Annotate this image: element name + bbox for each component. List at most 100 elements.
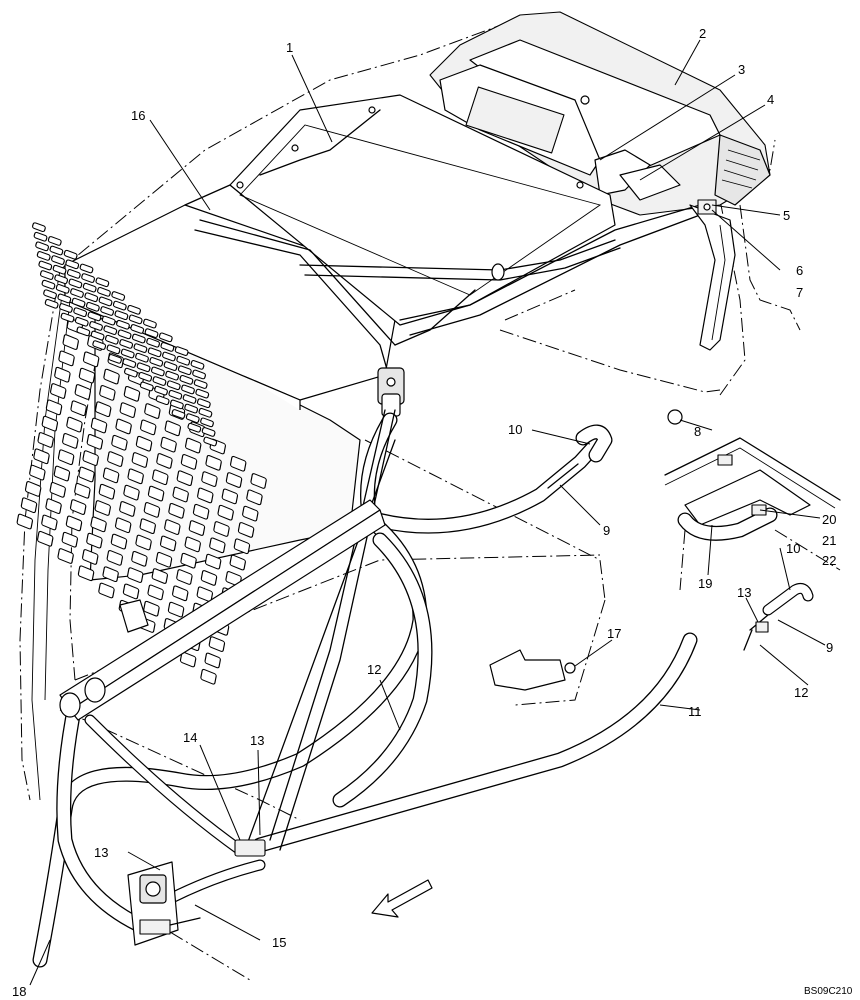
grille-slot bbox=[84, 292, 99, 303]
grille-slot bbox=[242, 505, 259, 522]
callout-10-inset: 10 bbox=[786, 541, 800, 556]
grille-slot bbox=[136, 362, 151, 373]
grille-slot bbox=[87, 311, 102, 322]
grille-slot bbox=[123, 484, 140, 501]
grille-slot bbox=[70, 288, 84, 298]
grille-slot bbox=[146, 337, 161, 348]
grille-slot bbox=[204, 553, 222, 570]
grille-slot bbox=[187, 422, 202, 433]
callouts: 1 2 3 4 5 6 7 8 9 10 11 12 13 14 15 16 1… bbox=[12, 26, 836, 999]
grille-slot bbox=[213, 521, 230, 537]
grille-slot bbox=[192, 369, 206, 380]
grille-slot bbox=[176, 355, 191, 366]
callout-5: 5 bbox=[783, 208, 790, 223]
grille-slot bbox=[54, 274, 69, 285]
grille-slot bbox=[192, 503, 210, 520]
callout-3: 3 bbox=[738, 62, 745, 77]
grille-slot bbox=[131, 550, 148, 567]
grille-slot bbox=[246, 489, 263, 506]
grille-slot bbox=[200, 570, 218, 586]
grille-slot bbox=[154, 385, 168, 396]
grille-slot bbox=[102, 566, 119, 583]
grille-slot bbox=[66, 269, 81, 279]
grille-slot bbox=[115, 418, 132, 435]
grille-slot bbox=[184, 437, 202, 454]
grille-slot bbox=[180, 454, 198, 470]
grille-slot bbox=[70, 400, 87, 417]
grille-slot bbox=[110, 533, 128, 550]
grille-slot bbox=[49, 481, 66, 498]
front-direction-arrow bbox=[371, 879, 433, 918]
callout-18: 18 bbox=[12, 984, 26, 999]
inset-detail bbox=[664, 437, 841, 651]
grille-slot bbox=[158, 332, 173, 343]
floor-panel bbox=[489, 409, 683, 691]
grille-slot bbox=[204, 652, 221, 669]
water-valve-assembly bbox=[127, 839, 266, 946]
grille-slot bbox=[98, 483, 116, 500]
grille-slot bbox=[122, 358, 137, 368]
grille-slot bbox=[101, 315, 116, 326]
grille-slot bbox=[150, 366, 165, 377]
grille-slot bbox=[195, 388, 210, 399]
callout-9: 9 bbox=[603, 523, 610, 538]
grille-slot bbox=[139, 419, 157, 436]
grille-slot bbox=[20, 497, 38, 514]
grille-slot bbox=[147, 485, 165, 502]
grille-slot bbox=[185, 413, 200, 423]
grille-slot bbox=[49, 383, 67, 399]
callout-2: 2 bbox=[699, 26, 706, 41]
grille-slot bbox=[54, 366, 71, 383]
grille-slot bbox=[36, 251, 51, 261]
grille-slot bbox=[184, 536, 201, 553]
callout-4: 4 bbox=[767, 92, 774, 107]
callout-12: 12 bbox=[367, 662, 381, 677]
grille-slot bbox=[119, 501, 136, 517]
grille-slot bbox=[82, 351, 100, 368]
grille-slot bbox=[229, 554, 246, 571]
grille-slot bbox=[29, 464, 46, 481]
grille-slot bbox=[111, 291, 126, 301]
callout-8: 8 bbox=[694, 424, 701, 439]
grille-slot bbox=[86, 532, 103, 549]
grille-slot bbox=[168, 389, 183, 400]
heater-hoses bbox=[32, 409, 698, 968]
grille-slot bbox=[135, 352, 149, 363]
grille-slot bbox=[38, 260, 53, 271]
grille-slot bbox=[168, 502, 185, 519]
grille-slot bbox=[155, 395, 170, 406]
grille-slot bbox=[237, 522, 255, 538]
grille-slot bbox=[77, 565, 95, 582]
upper-hose-connectors bbox=[377, 367, 405, 417]
grille-slot bbox=[44, 298, 59, 309]
grille-slot bbox=[139, 518, 156, 535]
grille-slot bbox=[177, 365, 192, 376]
grille-slot bbox=[159, 535, 177, 552]
grille-slot bbox=[71, 297, 86, 308]
grille-slot bbox=[53, 465, 71, 482]
grille-slot bbox=[33, 231, 48, 242]
grille-slot bbox=[162, 351, 176, 362]
grille-slot bbox=[66, 416, 83, 433]
grille-slot bbox=[74, 482, 91, 499]
grille-slot bbox=[205, 454, 222, 471]
grille-slot bbox=[90, 516, 107, 533]
grille-slot bbox=[221, 488, 239, 505]
grille-slot bbox=[149, 357, 164, 367]
grille-slot bbox=[167, 601, 185, 618]
callout-6: 6 bbox=[796, 263, 803, 278]
grille-slot bbox=[182, 394, 197, 404]
grille-slot bbox=[62, 433, 79, 449]
grille-slot bbox=[128, 314, 143, 325]
callout-13-inset: 13 bbox=[737, 585, 751, 600]
grille-slot bbox=[68, 278, 83, 289]
grille-slot bbox=[90, 330, 105, 341]
callout-19: 19 bbox=[698, 576, 712, 591]
grille-slot bbox=[176, 569, 193, 585]
grille-slot bbox=[99, 385, 116, 401]
callout-1: 1 bbox=[286, 40, 293, 55]
grille-slot bbox=[184, 403, 199, 414]
grille-slot bbox=[63, 249, 78, 260]
grille-slot bbox=[152, 376, 167, 386]
grille-slot bbox=[62, 334, 79, 350]
